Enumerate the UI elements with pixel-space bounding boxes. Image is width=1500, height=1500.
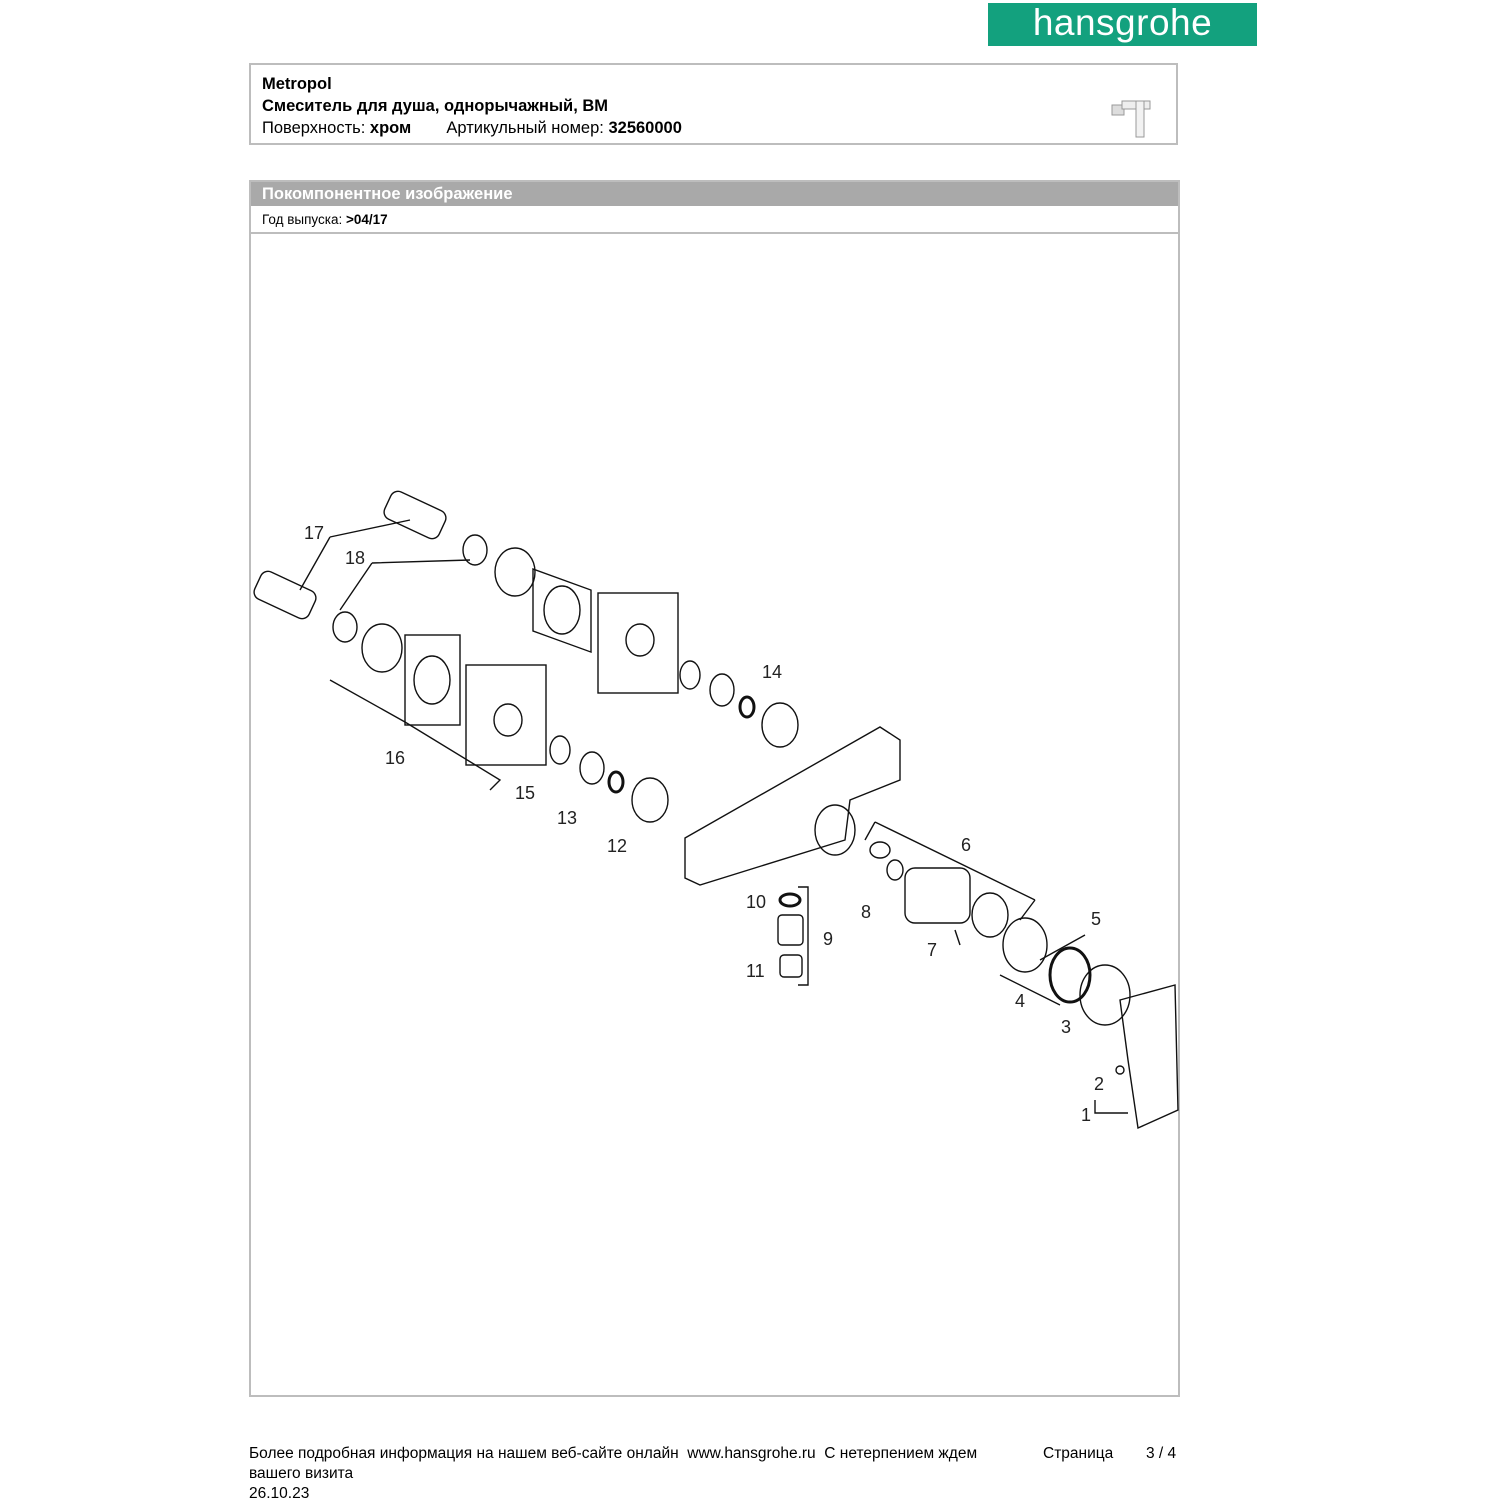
release-year: Год выпуска: >04/17: [251, 206, 1178, 234]
product-description: Смеситель для душа, однорычажный, ВМ: [262, 97, 609, 115]
callout-18: 18: [345, 548, 366, 568]
callout-13: 13: [557, 808, 578, 828]
callout-4: 4: [1015, 991, 1026, 1011]
callout-16: 16: [385, 748, 406, 768]
callout-11: 11: [746, 961, 765, 981]
mixer-body: [684, 726, 901, 886]
callout-12: 12: [607, 836, 628, 856]
callout-8: 8: [861, 902, 872, 922]
page-number: 3 / 4: [1146, 1445, 1177, 1462]
surface-label: Поверхность:: [262, 119, 366, 137]
callout-5: 5: [1091, 909, 1102, 929]
callout-3: 3: [1061, 1017, 1072, 1037]
footer-line-1: Более подробная информация на нашем веб-…: [249, 1445, 977, 1463]
product-thumbnail: [1111, 100, 1151, 138]
lever-handle: [1119, 984, 1179, 1130]
callout-10: 10: [746, 892, 767, 912]
exploded-view-section: Покомпонентное изображение Год выпуска: …: [249, 180, 1180, 1397]
callout-6: 6: [961, 835, 972, 855]
footer-info: Более подробная информация на нашем веб-…: [249, 1445, 679, 1462]
hansgrohe-logo: hansgrohe: [988, 3, 1257, 46]
footer-visit: С нетерпением ждем: [824, 1445, 978, 1462]
article-value: 32560000: [608, 119, 682, 137]
year-value: >04/17: [346, 212, 388, 227]
upper-fittings: [383, 490, 799, 748]
footer-date: 26.10.23: [249, 1485, 310, 1500]
callout-2: 2: [1094, 1074, 1105, 1094]
cartridge-parts: [864, 821, 1131, 1026]
callout-9: 9: [823, 929, 834, 949]
callout-1: 1: [1081, 1105, 1092, 1125]
callout-7: 7: [927, 940, 938, 960]
surface-value: хром: [369, 119, 412, 137]
article-label: Артикульный номер:: [446, 119, 604, 137]
product-series: Metropol: [262, 75, 332, 93]
lower-fittings: [253, 570, 669, 823]
page-label: Страница: [1043, 1445, 1114, 1462]
product-info-box: Metropol Смеситель для душа, однорычажны…: [249, 63, 1178, 145]
section-title: Покомпонентное изображение: [251, 182, 1178, 206]
callout-14: 14: [762, 662, 783, 682]
callout-17: 17: [304, 523, 325, 543]
year-label: Год выпуска:: [262, 212, 343, 227]
diverter-parts: [777, 886, 809, 986]
callout-15: 15: [515, 783, 536, 803]
footer-visit-2: вашего визита: [249, 1465, 354, 1482]
product-attributes: Поверхность: хром Артикульный номер: 325…: [262, 119, 682, 138]
website-link[interactable]: www.hansgrohe.ru: [687, 1445, 816, 1462]
